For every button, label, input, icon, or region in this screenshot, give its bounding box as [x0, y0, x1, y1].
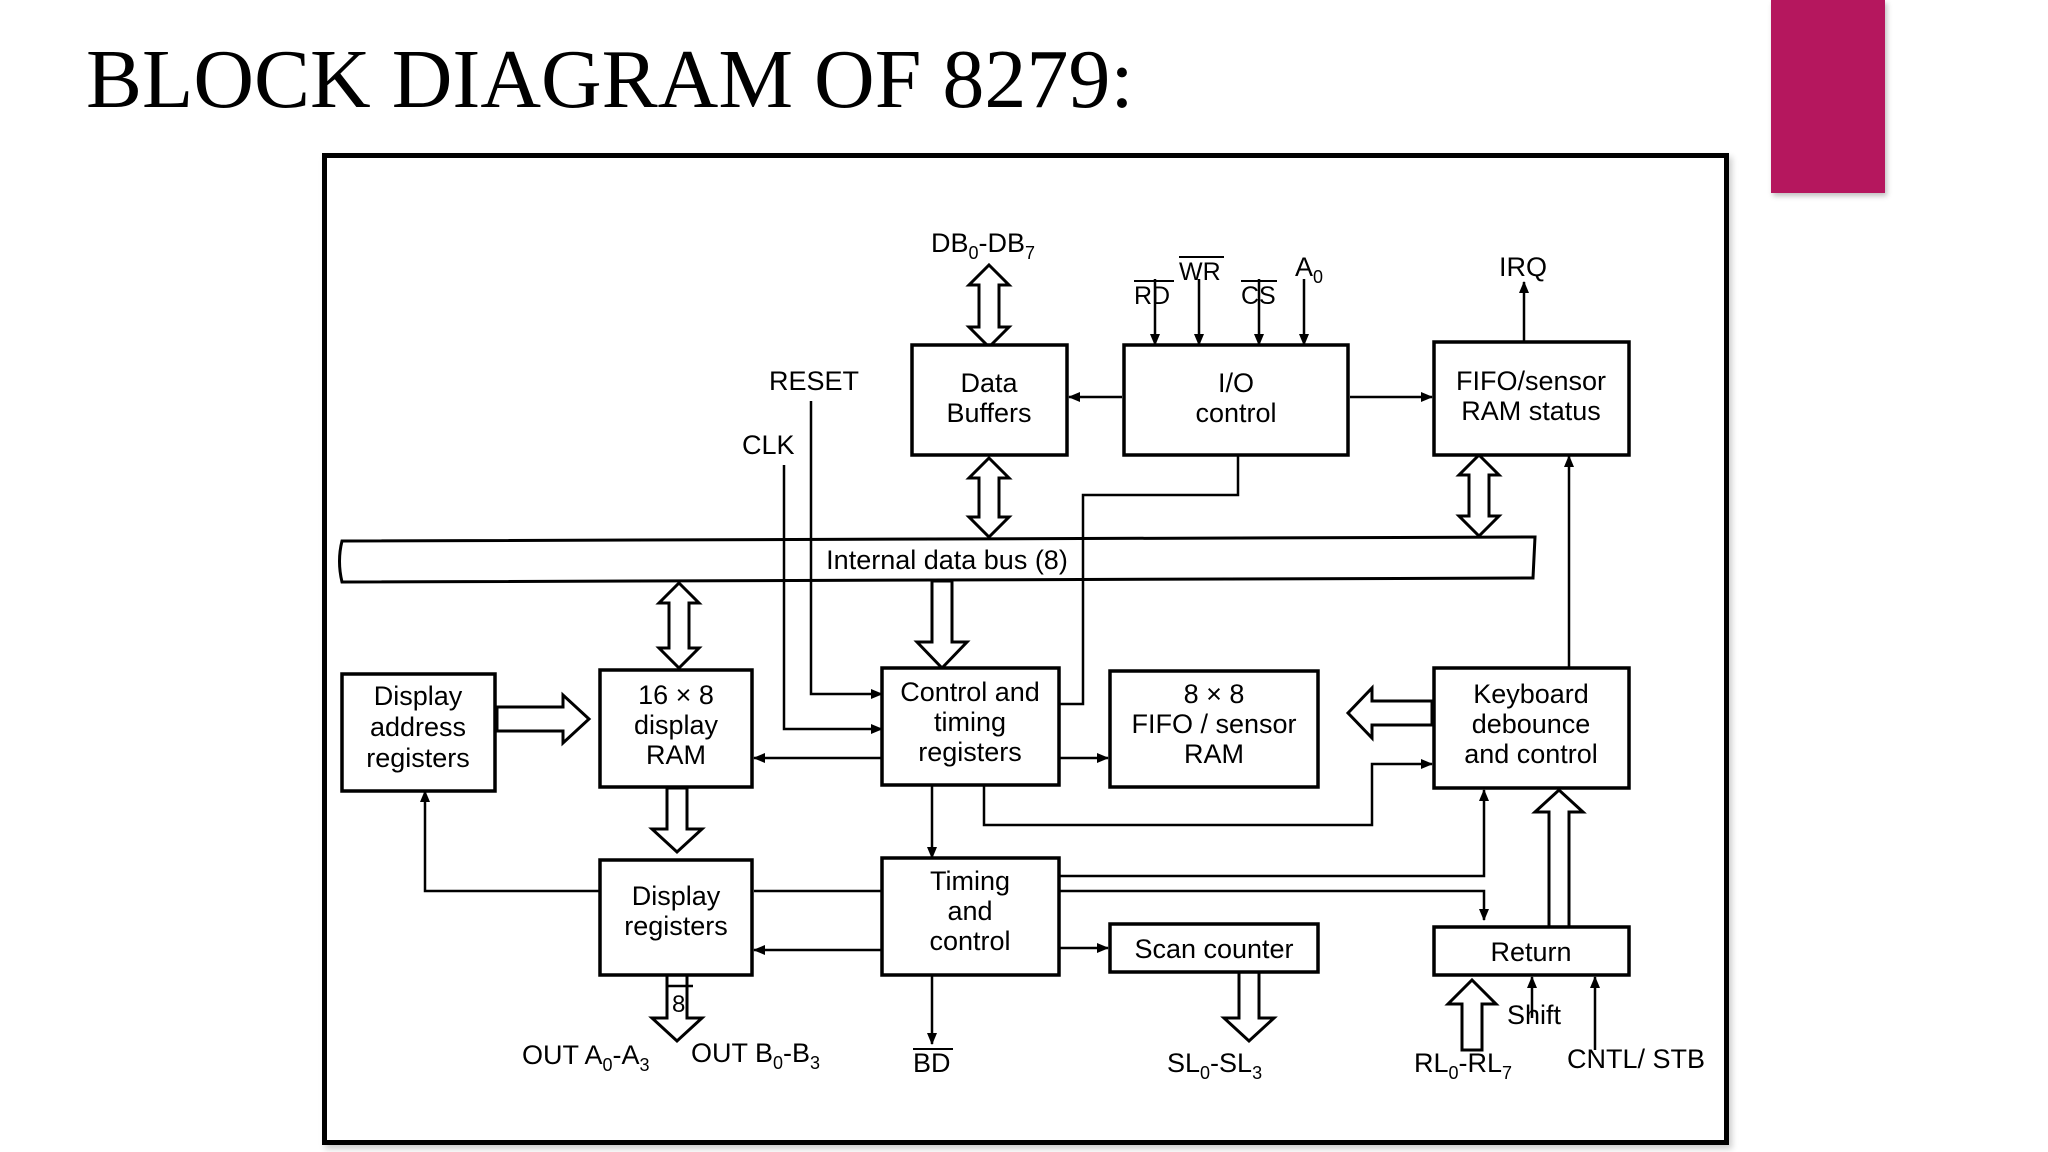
out-b-label: OUT B0-B3: [691, 1038, 820, 1073]
out-a-label: OUT A0-A3: [522, 1040, 650, 1075]
fifo-ram-line3: RAM: [1184, 739, 1244, 769]
fifo-status-line2: RAM status: [1461, 396, 1601, 426]
fifo-status-line1: FIFO/sensor: [1456, 366, 1606, 396]
clk-label: CLK: [742, 430, 795, 460]
display-ram-line1: 16 × 8: [638, 680, 714, 710]
buffer-bus-arrow: [965, 455, 1013, 540]
keyboard-line1: Keyboard: [1473, 679, 1589, 709]
control-to-kbd-line: [982, 759, 1433, 827]
cntl-stb-label: CNTL/ STB: [1567, 1044, 1705, 1074]
rd-label: RD: [1134, 282, 1170, 310]
keyboard-line2: debounce: [1472, 709, 1591, 739]
io-control-line1: I/O: [1218, 368, 1254, 398]
timing-to-kbd-line: [1022, 789, 1489, 878]
fifo-status-block: [1432, 340, 1631, 457]
addr-to-ram-arrow: [495, 691, 592, 747]
db-bus-arrow: [965, 262, 1013, 350]
control-registers-line3: registers: [918, 737, 1022, 767]
display-registers-line1: Display: [632, 881, 721, 911]
irq-label: IRQ: [1499, 252, 1547, 282]
fifo-ram-line1: 8 × 8: [1184, 679, 1245, 709]
control-registers-block: [880, 666, 1061, 787]
accent-bar: [1771, 0, 1885, 193]
fifo-ram-line2: FIFO / sensor: [1131, 709, 1296, 739]
timing-control-line3: control: [929, 926, 1010, 956]
display-ram-block: [598, 668, 754, 789]
display-ram-line2: display: [634, 710, 719, 740]
ram-bus-arrow: [655, 580, 703, 671]
timing-to-return-line: [1022, 889, 1489, 921]
slide-title: BLOCK DIAGRAM OF 8279:: [86, 33, 1134, 126]
block-diagram-8279: Internal data bus (8): [338, 228, 1705, 1083]
db-label: DB0-DB7: [931, 228, 1035, 263]
io-control-block: [1122, 343, 1350, 457]
display-address-line2: address: [370, 712, 466, 742]
out-width-label: 8: [672, 991, 685, 1018]
clk-line: [782, 465, 883, 734]
timing-control-block: [880, 856, 1061, 977]
fifo-status-bus-arrow: [1455, 452, 1503, 539]
wr-label: WR: [1179, 258, 1221, 286]
display-registers-block: [598, 858, 754, 977]
internal-bus-label: Internal data bus (8): [826, 545, 1068, 575]
out-arrow: [648, 972, 706, 1044]
timing-control-line1: Timing: [930, 866, 1010, 896]
timing-control-line2: and: [947, 896, 992, 926]
display-ram-line3: RAM: [646, 740, 706, 770]
bd-label: BD: [913, 1048, 951, 1078]
keyboard-block: [1432, 666, 1631, 790]
io-to-control-line: [1025, 454, 1240, 709]
control-registers-line1: Control and: [900, 677, 1040, 707]
diagram-frame: Internal data bus (8): [322, 153, 1729, 1145]
rl-label: RL0-RL7: [1414, 1048, 1512, 1083]
scan-counter-label: Scan counter: [1134, 934, 1293, 964]
ram-to-dispreg-arrow: [648, 786, 706, 855]
return-to-kbd-arrow: [1531, 787, 1587, 930]
display-address-block: [340, 672, 497, 793]
control-registers-line2: timing: [934, 707, 1006, 737]
keyboard-line3: and control: [1464, 739, 1598, 769]
data-buffers-line1: Data: [960, 368, 1018, 398]
display-address-line3: registers: [366, 743, 470, 773]
reset-label: RESET: [769, 366, 859, 396]
internal-data-bus: Internal data bus (8): [338, 535, 1537, 584]
io-control-line2: control: [1195, 398, 1276, 428]
scan-counter-block: [1108, 922, 1320, 974]
shift-label: Shift: [1507, 1000, 1562, 1030]
cs-label: CS: [1241, 282, 1276, 310]
dispreg-to-addr-line: [420, 790, 600, 893]
data-buffers-line2: Buffers: [946, 398, 1031, 428]
control-bus-arrow: [913, 579, 971, 671]
return-label: Return: [1490, 937, 1571, 967]
fifo-ram-block: [1108, 669, 1320, 789]
reset-line: [809, 401, 883, 699]
rl-arrow: [1444, 977, 1500, 1052]
kbd-to-fifo-arrow: [1345, 684, 1434, 742]
return-block: [1432, 925, 1631, 977]
sl-label: SL0-SL3: [1167, 1048, 1262, 1083]
data-buffers-block: [910, 343, 1069, 457]
display-address-line1: Display: [374, 681, 463, 711]
a0-label: A0: [1295, 252, 1323, 287]
display-registers-line2: registers: [624, 911, 728, 941]
scan-arrow: [1220, 970, 1278, 1044]
